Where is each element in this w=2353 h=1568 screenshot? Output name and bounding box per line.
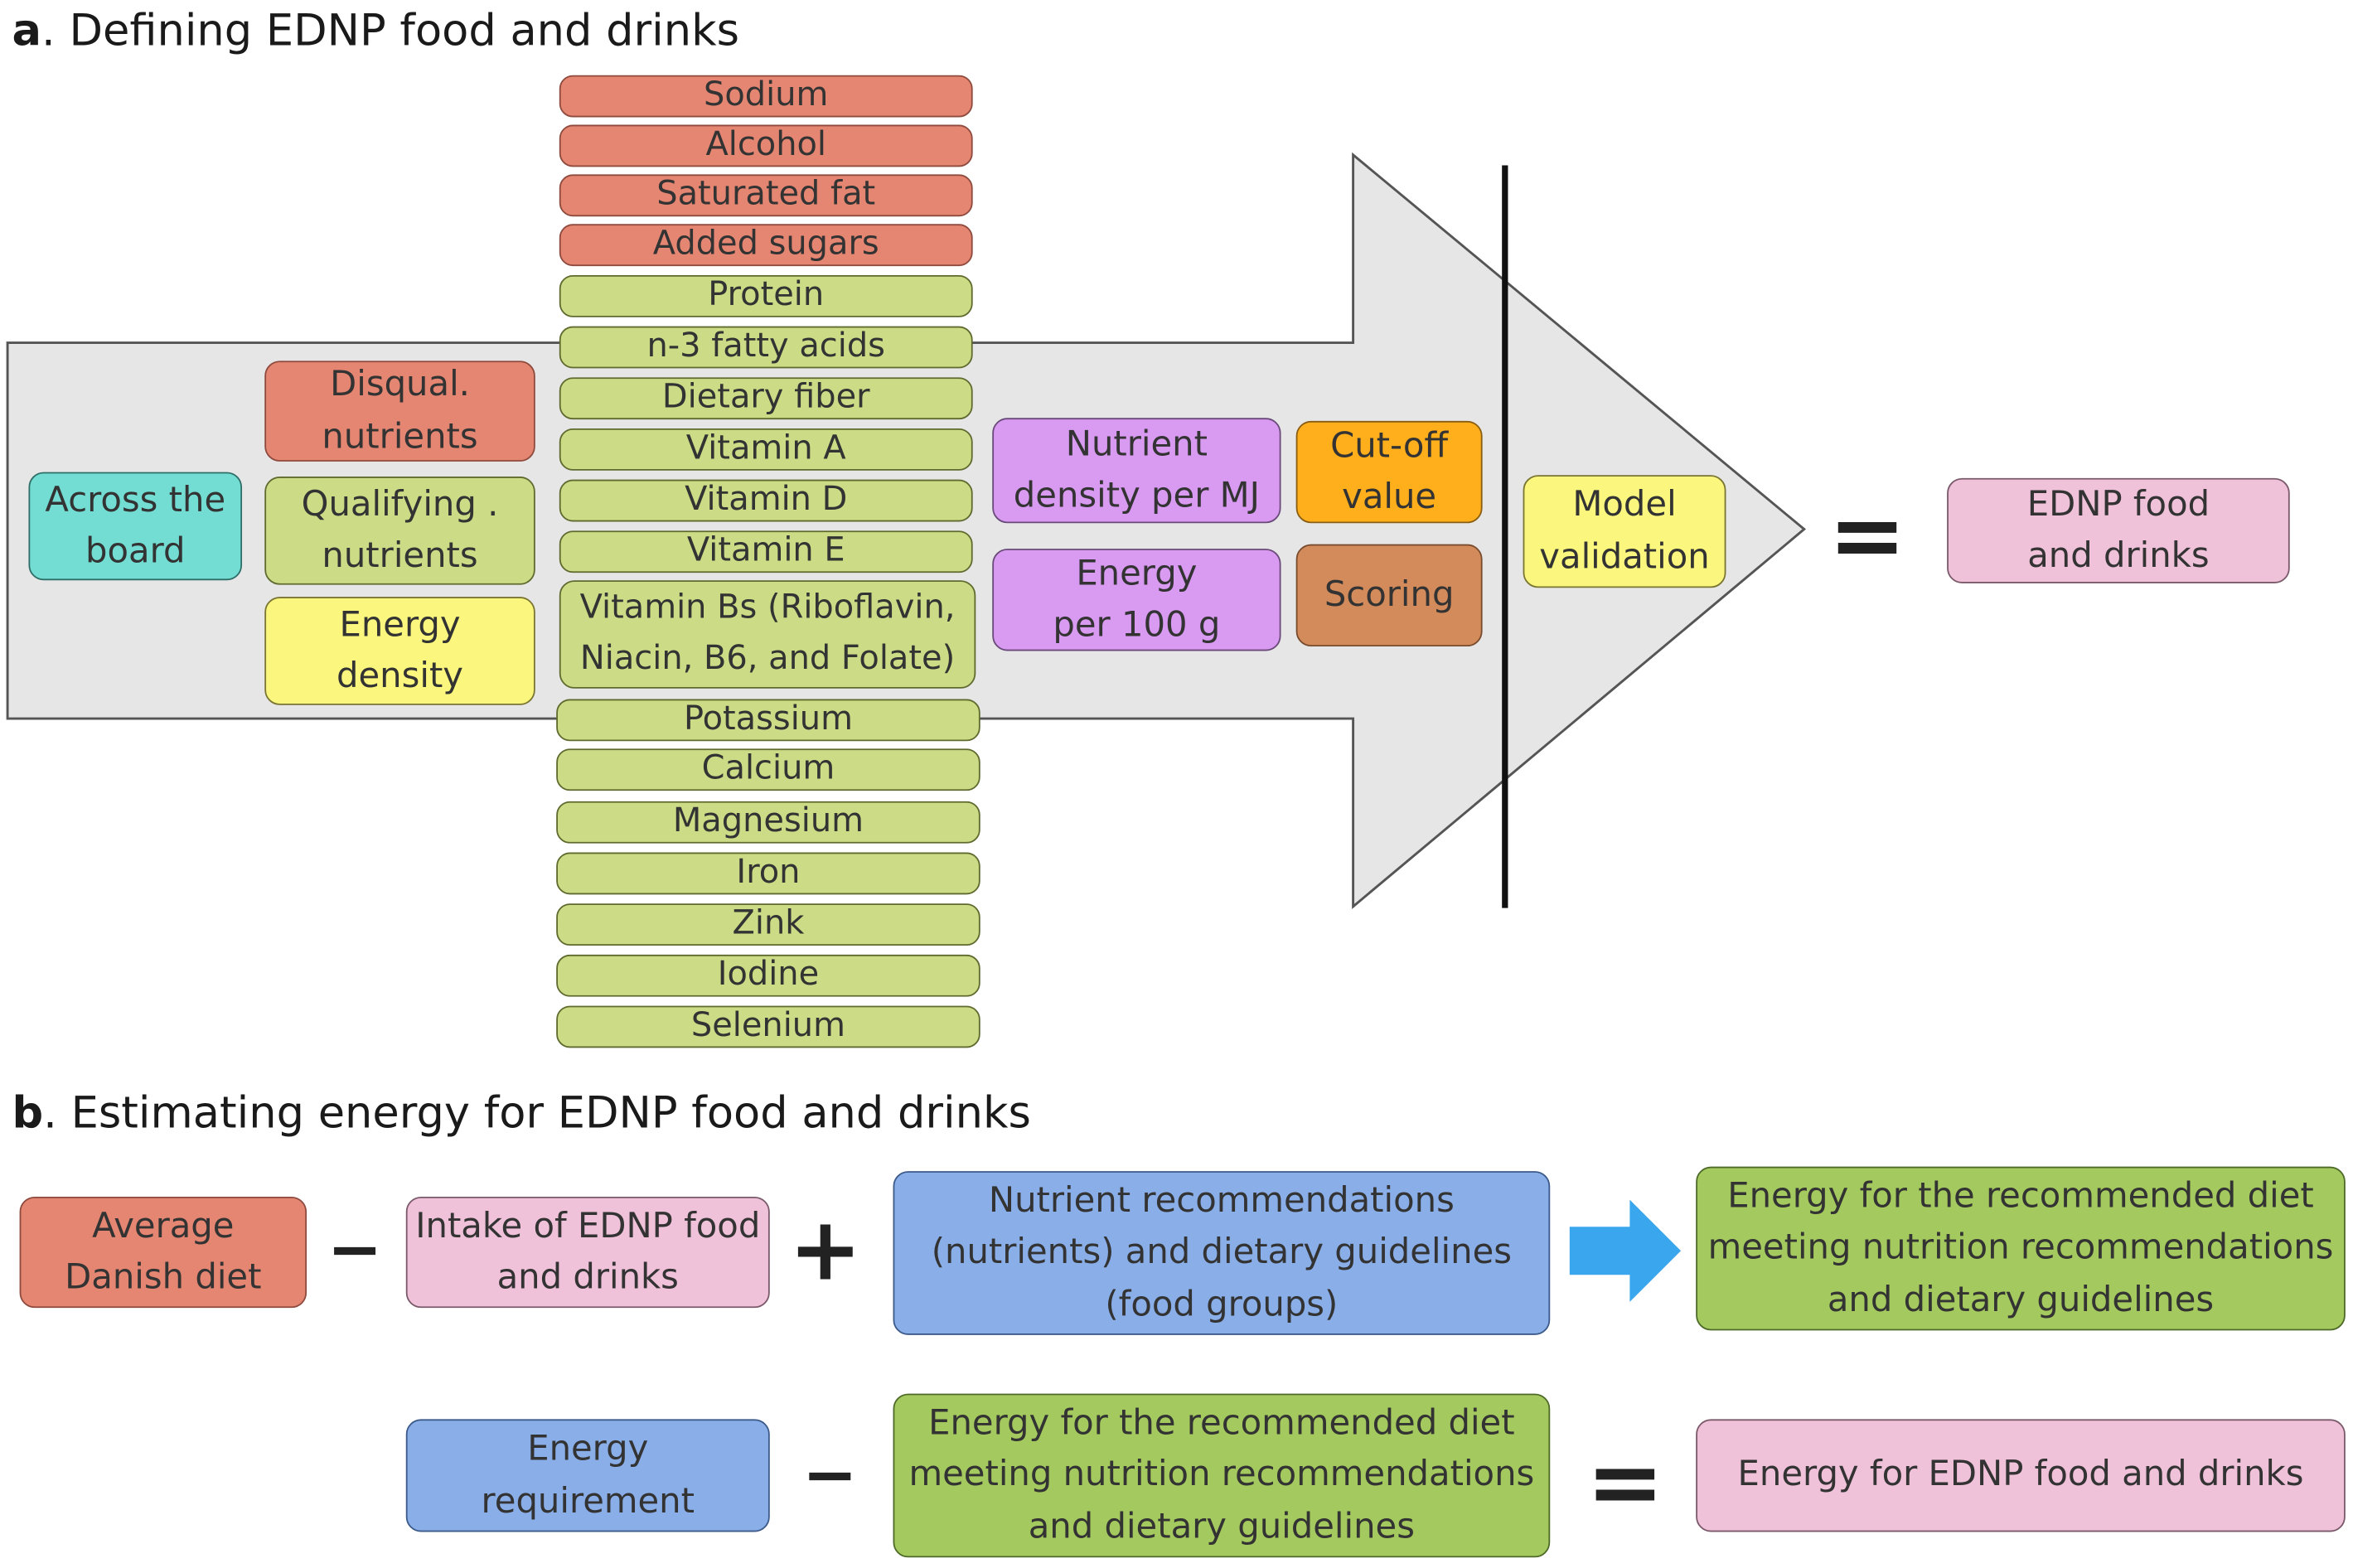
minus-sign-1: −: [327, 1211, 383, 1288]
energy-recommended-diet-box-bottom: Energy for the recommended diet meeting …: [893, 1393, 1551, 1558]
nutrient-protein: Protein: [559, 274, 973, 317]
energy-per-100g-box: Energy per 100 g: [992, 549, 1281, 651]
blue-arrow-icon: [1569, 1199, 1682, 1302]
nutrient-sodium: Sodium: [559, 75, 973, 118]
nutrient-vitamin-a: Vitamin A: [559, 428, 973, 471]
nutrient-zink: Zink: [556, 903, 980, 946]
energy-requirement-box: Energy requirement: [405, 1419, 770, 1532]
panel-a-heading: a. Defining EDNP food and drinks: [12, 4, 739, 56]
nutrient-density-box: Nutrient density per MJ: [992, 418, 1281, 524]
ednp-result-box: EDNP food and drinks: [1947, 477, 2290, 583]
panel-b-letter: b: [12, 1086, 44, 1139]
nutrient-vitamin-bs: Vitamin Bs (Riboflavin, Niacin, B6, and …: [559, 580, 976, 689]
average-danish-diet-box: Average Danish diet: [19, 1196, 307, 1309]
equals-sign-a: =: [1828, 478, 1907, 589]
nutrient-selenium: Selenium: [556, 1005, 980, 1048]
nutrient-alcohol: Alcohol: [559, 124, 973, 167]
panel-b-heading: b. Estimating energy for EDNP food and d…: [12, 1087, 1031, 1139]
panel-a-letter: a: [12, 4, 42, 56]
across-the-board-box: Across the board: [28, 472, 243, 581]
nutrient-potassium: Potassium: [556, 699, 980, 742]
intake-ednp-box: Intake of EDNP food and drinks: [405, 1196, 770, 1309]
cutoff-value-box: Cut-off value: [1295, 420, 1483, 524]
nutrient-added-sugars: Added sugars: [559, 224, 973, 267]
nutrient-iodine: Iodine: [556, 954, 980, 997]
nutrient-magnesium: Magnesium: [556, 801, 980, 844]
disqual-nutrients-box: Disqual. nutrients: [264, 361, 535, 462]
nutrient-iron: Iron: [556, 852, 980, 895]
model-validation-box: Model validation: [1523, 475, 1726, 588]
energy-density-box: Energy density: [264, 597, 535, 705]
nutrient-recommendations-box: Nutrient recommendations (nutrients) and…: [893, 1171, 1551, 1335]
scoring-box: Scoring: [1295, 544, 1483, 647]
nutrient-vitamin-e: Vitamin E: [559, 530, 973, 573]
qualifying-nutrients-box: Qualifying . nutrients: [264, 477, 535, 585]
nutrient-n3-fatty-acids: n-3 fatty acids: [559, 326, 973, 369]
nutrient-vitamin-d: Vitamin D: [559, 479, 973, 522]
energy-for-ednp-box: Energy for EDNP food and drinks: [1696, 1419, 2346, 1532]
panel-b-title: . Estimating energy for EDNP food and dr…: [43, 1086, 1031, 1139]
nutrient-dietary-fiber: Dietary fiber: [559, 377, 973, 420]
equals-sign-b: =: [1586, 1425, 1665, 1537]
nutrient-calcium: Calcium: [556, 748, 980, 791]
energy-recommended-diet-box-top: Energy for the recommended diet meeting …: [1696, 1166, 2346, 1331]
panel-a-title: . Defining EDNP food and drinks: [41, 4, 740, 56]
nutrient-saturated-fat: Saturated fat: [559, 174, 973, 217]
minus-sign-2: −: [801, 1436, 858, 1513]
plus-sign: +: [788, 1198, 862, 1301]
